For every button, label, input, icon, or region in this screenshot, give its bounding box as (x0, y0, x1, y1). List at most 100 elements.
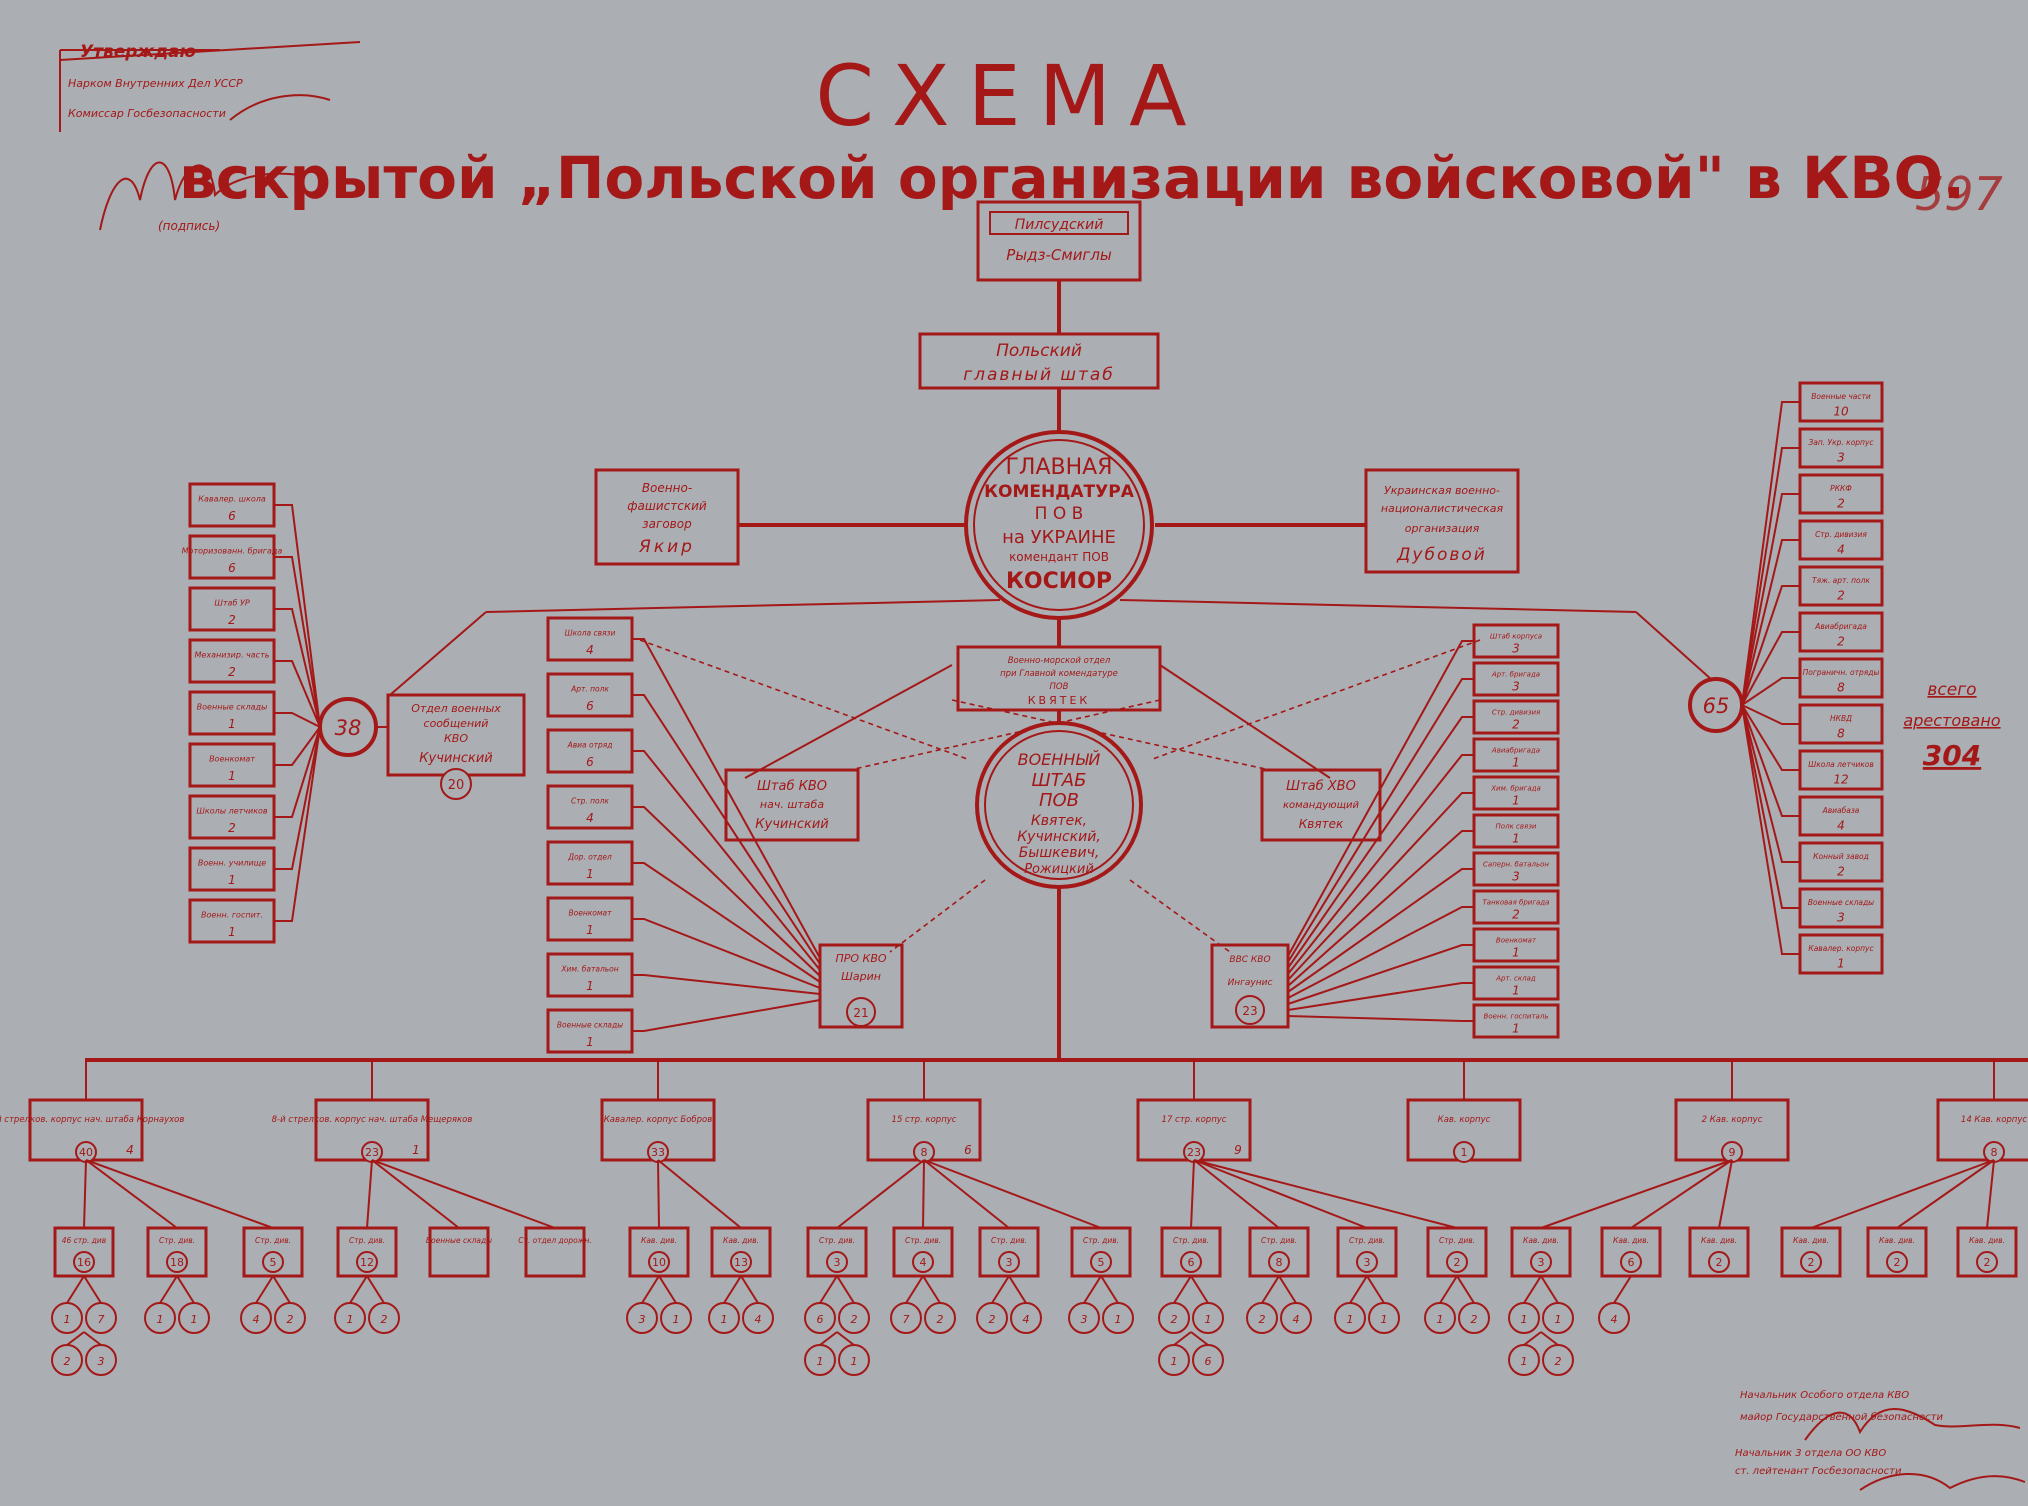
left-unit-connector (274, 504, 321, 728)
naval-l3: ПОВ (1050, 682, 1069, 692)
corps-row: 1-й стрелков. корпус нач. штаба Корнаухо… (0, 1060, 2028, 1163)
division-count-8: 3 (834, 1256, 841, 1269)
staff-kvo-l1: Штаб КВО (757, 779, 827, 794)
comms-l3: КВО (444, 732, 468, 745)
right-total: 65 (1703, 694, 1730, 718)
sub-connector (1349, 1275, 1368, 1304)
left-unit-7-label: Военн. училище (198, 859, 266, 868)
left-unit-2-label: Штаб УР (214, 599, 249, 608)
division-count-9: 4 (920, 1256, 927, 1269)
right-unit-12-count: 1 (1837, 957, 1845, 971)
hub-l6: КОСИОР (1006, 569, 1112, 594)
midl-connector (632, 638, 821, 959)
sub-connector (1278, 1275, 1297, 1304)
military-staff-circle (975, 721, 1143, 889)
division-connector (371, 1159, 460, 1229)
rydz-label: Рыдз-Смиглы (1006, 246, 1112, 264)
midl-unit-7 (546, 1008, 634, 1054)
sub-connector (922, 1275, 941, 1304)
corps-count-2: 33 (651, 1146, 665, 1159)
left-unit-1 (188, 534, 276, 580)
midr-unit-4-count: 1 (1512, 794, 1520, 808)
corps-name-0: 1-й стрелков. корпус нач. штаба Корнаухо… (0, 1115, 184, 1125)
division-count-1: 18 (170, 1256, 184, 1269)
right-unit-9-count: 4 (1837, 819, 1845, 833)
right-unit-5 (1798, 611, 1884, 653)
sub-unit-count-25: 1 (1205, 1313, 1212, 1326)
midl-connector (632, 974, 821, 995)
right-unit-connector (1741, 539, 1800, 706)
sub-unit-circle-27 (1192, 1344, 1224, 1376)
corps-count-6: 9 (1729, 1146, 1736, 1159)
hub-l5: комендант ПОВ (1009, 550, 1109, 564)
footer-l2: майор Государственной безопасности (1740, 1411, 1943, 1423)
division-connector (657, 1159, 742, 1229)
sub-connector (1523, 1331, 1542, 1346)
corps-count-circle-5 (1453, 1141, 1475, 1163)
staff-kvo-l3: Кучинский (755, 817, 828, 832)
sub-unit-circle-36 (1508, 1344, 1540, 1376)
sub-connector (159, 1275, 178, 1304)
midl-unit-3 (546, 784, 634, 830)
corps-name-3: 15 стр. корпус (892, 1115, 957, 1125)
division-name-10: Стр. див. (991, 1236, 1027, 1245)
comms-count: 20 (448, 778, 465, 793)
midr-connector (1287, 678, 1474, 963)
left-unit-connector (274, 608, 321, 728)
left-unit-connector (274, 726, 321, 766)
division-connector (366, 1159, 373, 1229)
sub-connector (819, 1331, 838, 1346)
right-unit-2 (1798, 473, 1884, 515)
division-count-21: 2 (1984, 1256, 1991, 1269)
midl-connector (632, 999, 821, 1032)
midr-unit-8 (1472, 927, 1560, 963)
division-box-20 (1866, 1226, 1928, 1278)
division-name-16: Кав. див. (1523, 1236, 1559, 1245)
left-unit-7-count: 1 (228, 873, 236, 887)
sub-connector (819, 1275, 838, 1304)
midr-unit-0-count: 3 (1512, 642, 1520, 656)
division-connector (836, 1159, 925, 1229)
left-unit-0-label: Кавалер. школа (198, 495, 266, 504)
pro-l1: ПРО КВО (835, 952, 886, 965)
left-unit-8-count: 1 (228, 925, 236, 939)
division-count-circle-11 (1090, 1251, 1112, 1273)
right-unit-4-label: Тяж. арт. полк (1812, 576, 1870, 585)
midl-unit-3-count: 4 (586, 811, 594, 825)
comms-count-circle (440, 768, 472, 800)
sub-unit-circle-22 (1068, 1302, 1100, 1334)
right-unit-8 (1798, 749, 1884, 791)
midl-connector (632, 750, 821, 971)
midl-unit-0 (546, 616, 634, 662)
sub-unit-count-10: 3 (639, 1313, 646, 1326)
division-count-10: 3 (1006, 1256, 1013, 1269)
pro-l2: Шарин (841, 970, 881, 983)
midl-unit-6-label: Хим. батальон (560, 965, 618, 974)
midr-unit-1-label: Арт. бригада (1491, 670, 1540, 678)
sub-unit-circle-7 (274, 1302, 306, 1334)
sub-unit-count-29: 4 (1293, 1313, 1300, 1326)
sub-unit-count-28: 2 (1259, 1313, 1266, 1326)
left-unit-connector (274, 726, 321, 818)
division-count-20: 2 (1894, 1256, 1901, 1269)
division-box-5 (524, 1226, 586, 1278)
division-name-19: Кав. див. (1793, 1236, 1829, 1245)
sub-unit-circle-34 (1508, 1302, 1540, 1334)
corps-name-7: 14 Кав. корпус (1961, 1115, 2027, 1125)
midl-unit-4 (546, 840, 634, 886)
sub-unit-count-37: 2 (1555, 1355, 1562, 1368)
sub-unit-circle-37 (1542, 1344, 1574, 1376)
division-connector (1896, 1159, 1995, 1229)
division-name-20: Кав. див. (1879, 1236, 1915, 1245)
midr-unit-6-label: Саперн. батальон (1483, 860, 1549, 868)
division-connector (923, 1159, 1010, 1229)
sub-connector (1261, 1275, 1280, 1304)
right-unit-connector (1741, 704, 1800, 817)
division-count-13: 8 (1276, 1256, 1283, 1269)
sub-unit-count-12: 1 (721, 1313, 728, 1326)
mil-l6: Бышкевич, (1019, 845, 1100, 861)
sub-unit-circle-0 (51, 1302, 83, 1334)
